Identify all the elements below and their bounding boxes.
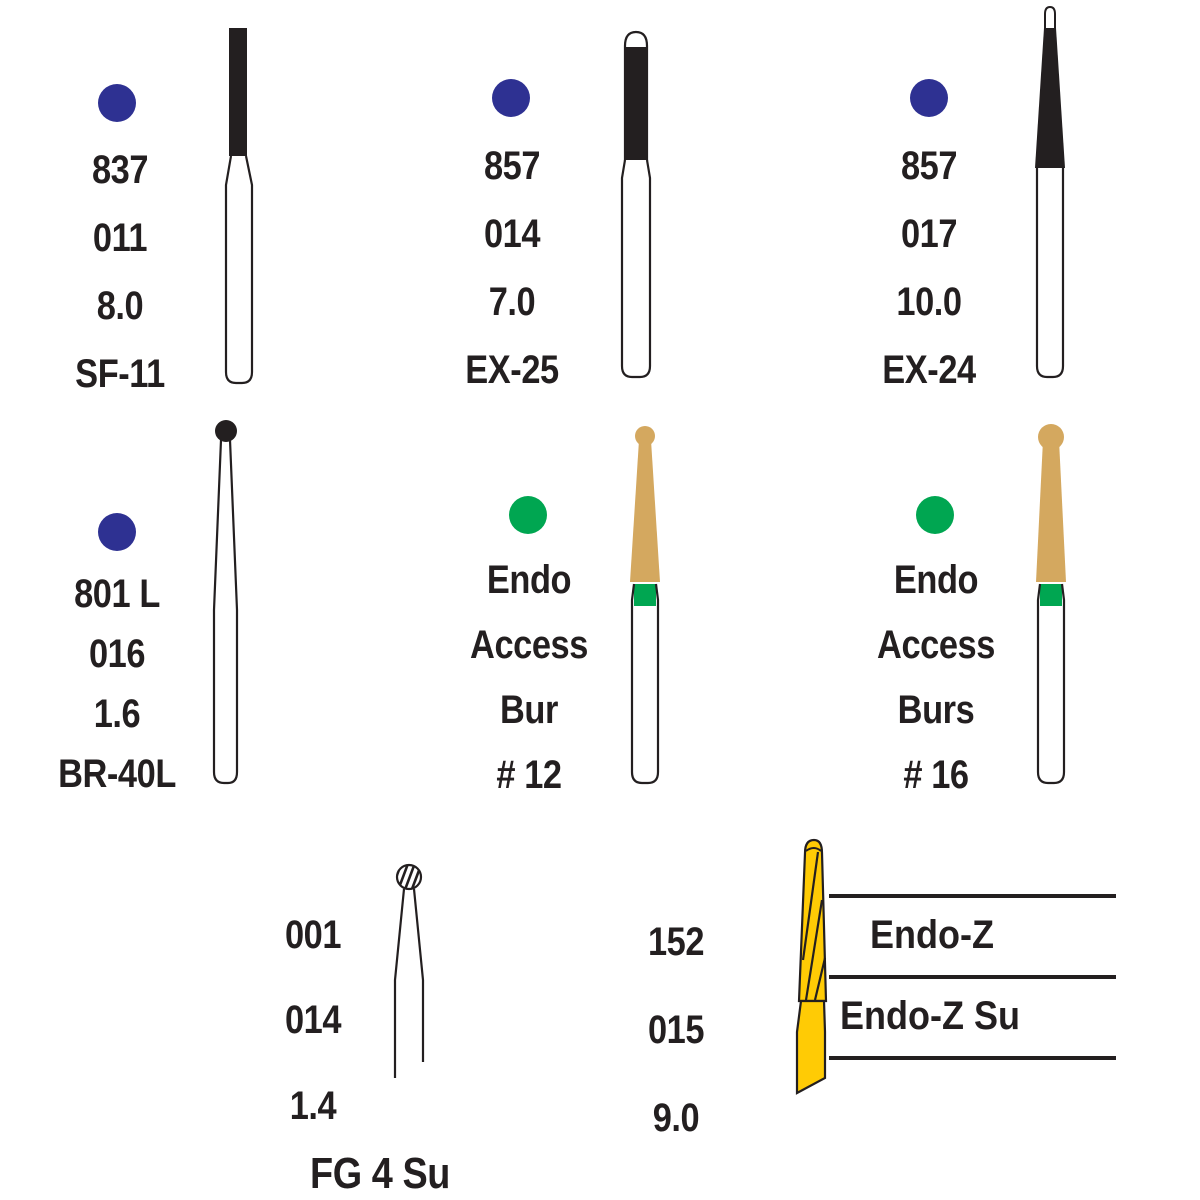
- bur-length: 1.4: [289, 1084, 337, 1128]
- bur-number: 001: [284, 913, 342, 957]
- bur-length: 10.0: [896, 280, 962, 324]
- bur-line-2: Access: [470, 623, 588, 667]
- blue-dot-indicator: [98, 84, 136, 122]
- bur-code: EX-25: [465, 348, 559, 392]
- variant-endo-z-su: Endo-Z Su: [840, 994, 1020, 1038]
- green-dot-indicator: [916, 496, 954, 534]
- bur-line-3: Bur: [500, 688, 558, 732]
- blue-dot-indicator: [98, 513, 136, 551]
- bur-size: 015: [647, 1008, 705, 1052]
- bur-line-4: # 16: [903, 753, 969, 797]
- bur-number: 857: [483, 144, 541, 188]
- bur-length: 1.6: [93, 692, 141, 736]
- bur-size: 017: [900, 212, 958, 256]
- bur-number: 801 L: [74, 572, 160, 616]
- bur-length: 7.0: [488, 280, 536, 324]
- bur-code: FG 4 Su: [310, 1149, 450, 1198]
- bur-size: 011: [92, 216, 148, 260]
- blue-dot-indicator: [910, 79, 948, 117]
- bur-code: EX-24: [882, 348, 976, 392]
- bur-code: SF-11: [75, 352, 165, 396]
- bur-line-1: Endo: [486, 558, 572, 602]
- blue-dot-indicator: [492, 79, 530, 117]
- bur-length: 9.0: [652, 1096, 700, 1140]
- bur-number: 152: [647, 920, 705, 964]
- bur-size: 014: [483, 212, 541, 256]
- bur-number: 857: [900, 144, 958, 188]
- bur-line-4: # 12: [496, 753, 562, 797]
- green-dot-indicator: [509, 496, 547, 534]
- bur-line-1: Endo: [893, 558, 979, 602]
- bur-code: BR-40L: [58, 752, 176, 796]
- bur-size: 016: [88, 632, 146, 676]
- bur-length: 8.0: [96, 284, 144, 328]
- bur-line-2: Access: [877, 623, 995, 667]
- variant-endo-z: Endo-Z: [870, 913, 994, 957]
- bur-line-3: Burs: [897, 688, 975, 732]
- bur-number: 837: [91, 148, 149, 192]
- bur-size: 014: [284, 998, 342, 1042]
